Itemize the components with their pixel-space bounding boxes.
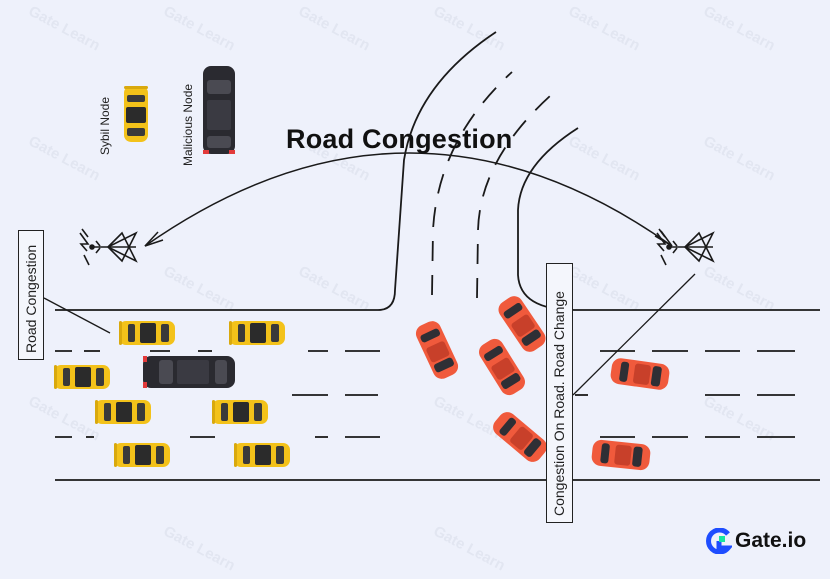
road-curve [377,31,497,311]
diagram-title: Road Congestion [286,124,513,154]
road-curve [517,127,579,311]
sybil-node-label: Sybil Node [98,96,112,155]
yellow-car-icon [119,321,175,345]
red-car-icon [489,408,551,466]
yellow-car-icon [54,365,110,389]
black-car-icon [143,356,235,388]
lane-dashes [575,350,795,438]
malicious-node-car-icon [203,66,235,154]
red-car-icon [609,357,671,391]
cell-tower-icon [656,228,715,266]
red-car-icon [412,318,462,382]
gate-logo-icon [706,528,732,554]
red-car-icon [590,439,652,471]
yellow-car-icon [95,400,151,424]
road-congestion-label: Road Congestion [23,244,39,353]
road-change-label-box: Congestion On Road. Road Change [546,263,573,523]
yellow-car-icon [212,400,268,424]
pointer-line [572,273,696,396]
arc-arrowhead-icon [144,231,164,247]
road-congestion-label-box: Road Congestion [18,230,44,360]
gate-logo: Gate.io [706,528,806,554]
yellow-car-icon [234,443,290,467]
curve-lane-dashed [431,71,513,296]
malicious-node-label: Malicious Node [181,83,195,166]
curve-lane-dashed [476,95,551,299]
sybil-node-car-icon [124,86,148,142]
lane-dashes [55,350,380,438]
yellow-car-icon [229,321,285,345]
cell-tower-icon [79,228,138,266]
pointer-line [43,297,111,334]
road-change-label: Congestion On Road. Road Change [551,291,567,516]
signal-arc [144,152,673,247]
gate-logo-text: Gate.io [735,529,807,552]
yellow-car-icon [114,443,170,467]
